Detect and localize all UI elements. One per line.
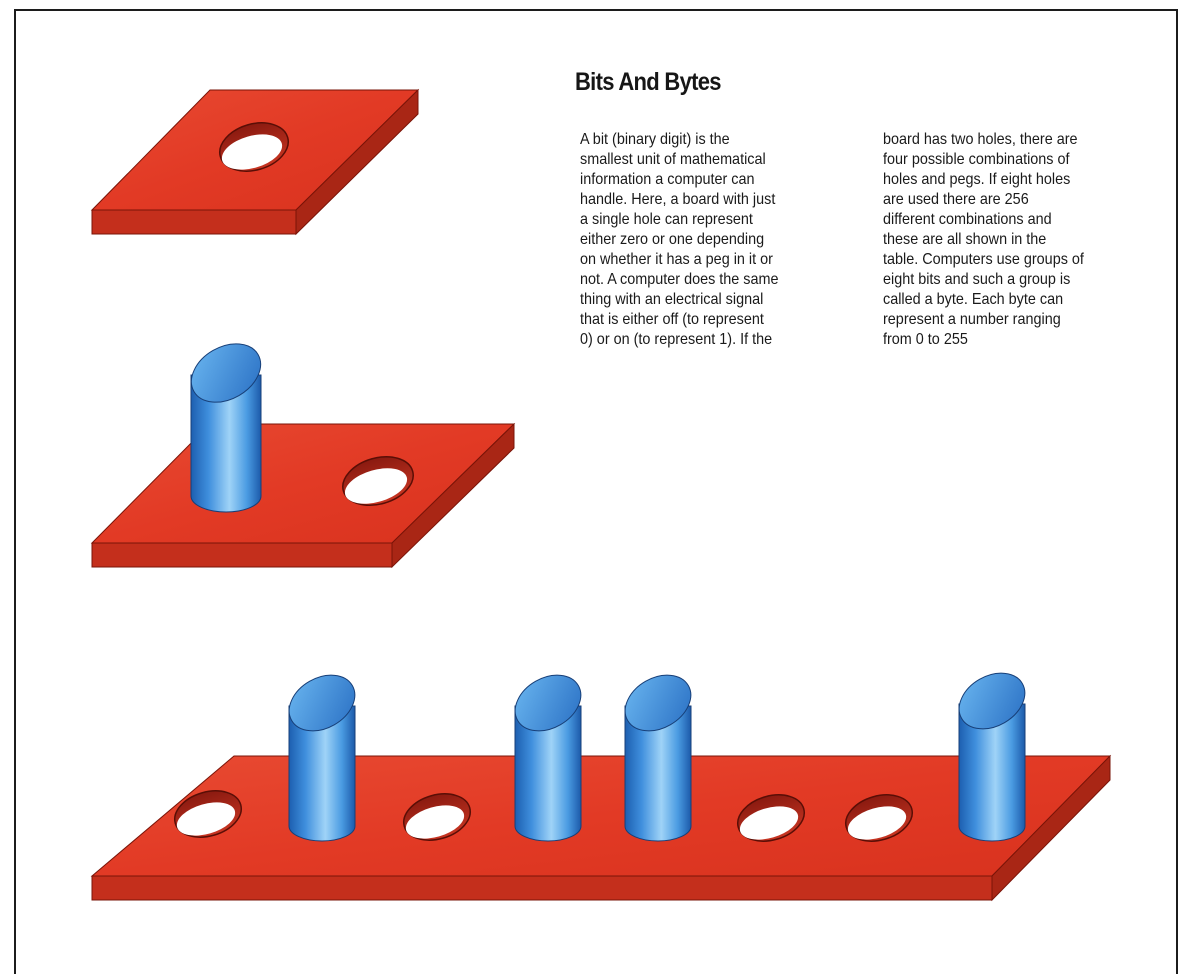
text-line: are used there are 256	[883, 190, 1144, 210]
peg	[615, 664, 701, 841]
text-line: eight bits and such a group is	[883, 270, 1144, 290]
peg	[181, 332, 271, 512]
text-line: from 0 to 255	[883, 330, 1144, 350]
eight-hole-board	[92, 662, 1110, 900]
text-line: represent a number ranging	[883, 310, 1144, 330]
board-top	[92, 424, 514, 543]
one-hole-board	[92, 90, 418, 234]
text-line: information a computer can	[580, 170, 841, 190]
text-line: these are all shown in the	[883, 230, 1144, 250]
text-line: table. Computers use groups of	[883, 250, 1144, 270]
peg	[279, 664, 365, 841]
peg	[505, 664, 591, 841]
text-line: a single hole can represent	[580, 210, 841, 230]
text-line: smallest unit of mathematical	[580, 150, 841, 170]
text-line: different combinations and	[883, 210, 1144, 230]
text-line: that is either off (to represent	[580, 310, 841, 330]
peg	[949, 662, 1035, 841]
text-line: four possible combinations of	[883, 150, 1144, 170]
article-title: Bits And Bytes	[575, 68, 721, 97]
board-front	[92, 210, 296, 234]
text-line: on whether it has a peg in it or	[580, 250, 841, 270]
text-line: 0) or on (to represent 1). If the	[580, 330, 841, 350]
body-text-column-2: board has two holes, there are four poss…	[883, 130, 1144, 350]
text-line: A bit (binary digit) is the	[580, 130, 841, 150]
two-hole-board	[92, 332, 514, 567]
board-top	[92, 756, 1110, 876]
text-line: either zero or one depending	[580, 230, 841, 250]
board-front	[92, 876, 992, 900]
board-front	[92, 543, 392, 567]
text-line: handle. Here, a board with just	[580, 190, 841, 210]
text-line: called a byte. Each byte can	[883, 290, 1144, 310]
text-line: thing with an electrical signal	[580, 290, 841, 310]
text-line: not. A computer does the same	[580, 270, 841, 290]
text-line: holes and pegs. If eight holes	[883, 170, 1144, 190]
text-line: board has two holes, there are	[883, 130, 1144, 150]
body-text-column-1: A bit (binary digit) is the smallest uni…	[580, 130, 841, 350]
